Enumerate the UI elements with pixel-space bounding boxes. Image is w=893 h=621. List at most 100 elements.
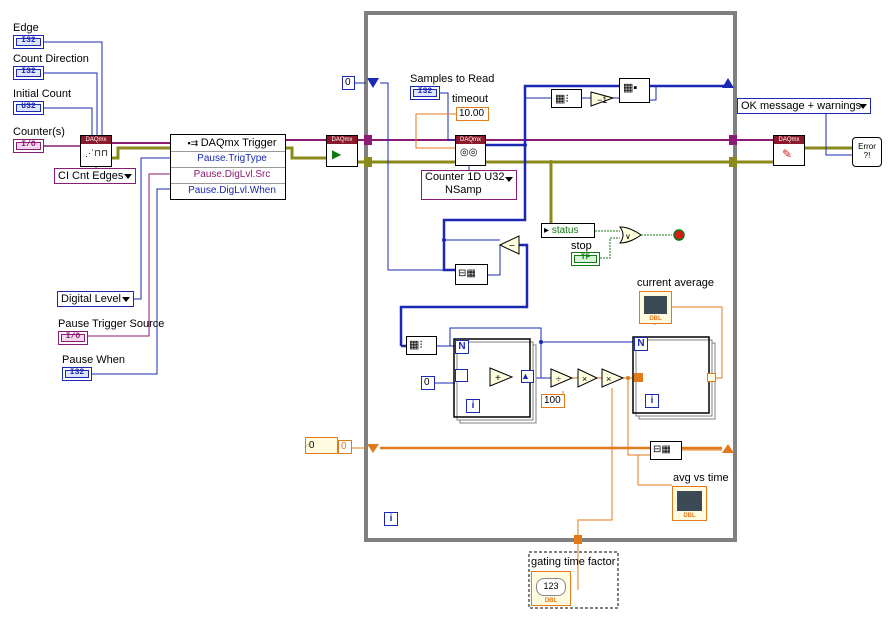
- ci-cnt-edges-ring[interactable]: CI Cnt Edges: [54, 168, 136, 184]
- task-tunnel: [729, 135, 737, 145]
- stop-terminal: [673, 229, 685, 241]
- array-icon: ▦⁝: [555, 93, 569, 105]
- daqmx-trigger-property-node[interactable]: ▪⇉ DAQmx Trigger Pause.TrigType Pause.Di…: [170, 134, 286, 200]
- shift-register-left: [455, 369, 468, 382]
- error-message-ring[interactable]: OK message + warnings: [737, 98, 871, 114]
- dbl-tag: DBL: [649, 316, 662, 322]
- counters-label: Counter(s): [13, 126, 65, 138]
- eraser-icon: ✎: [782, 147, 793, 161]
- current-average-graph-icon: DBL: [639, 291, 672, 324]
- stop-label: stop: [571, 240, 592, 252]
- error-dialog-icon: Error?!: [858, 142, 876, 160]
- samples-to-read-label: Samples to Read: [410, 73, 495, 85]
- trigger-title-text: DAQmx Trigger: [200, 137, 277, 149]
- empty-array-const[interactable]: ▫0: [305, 437, 338, 454]
- error-tunnel-in: [364, 157, 372, 167]
- edge-label: Edge: [13, 22, 39, 34]
- samples-to-read-terminal[interactable]: I32: [410, 86, 440, 100]
- gating-tunnel: [574, 535, 582, 544]
- current-average-label: current average: [637, 277, 715, 289]
- pause-trigger-source-label: Pause Trigger Source: [58, 318, 165, 330]
- array-size-node[interactable]: ▦⁝: [551, 89, 582, 108]
- trigger-node-title: ▪⇉ DAQmx Trigger: [171, 135, 285, 151]
- daqmx-tag: DAQmx: [456, 136, 485, 144]
- chevron-down-icon: [859, 104, 867, 109]
- gating-value: 123: [536, 578, 566, 596]
- chevron-down-icon: [505, 177, 513, 182]
- shift-up-arrow-icon: ▲: [521, 371, 530, 381]
- glasses-icon: ◎◎: [460, 147, 478, 158]
- read-mode-line2: NSamp: [445, 184, 482, 196]
- read-mode-ring[interactable]: Counter 1D U32 NSamp: [421, 170, 517, 200]
- index-array-node[interactable]: ▦▪: [619, 78, 650, 103]
- prop-pause-trigtype[interactable]: Pause.TrigType: [171, 151, 285, 167]
- node-ref-icon: ▪⇉: [187, 138, 201, 148]
- array-icon: ▦▪: [623, 82, 638, 94]
- pause-trigger-source-terminal[interactable]: I/O: [58, 331, 88, 345]
- avg-vs-time-label: avg vs time: [673, 472, 729, 484]
- initial-count-terminal[interactable]: U32: [13, 101, 44, 115]
- daqmx-tag: DAQmx: [774, 136, 804, 144]
- daqmx-start-task-node[interactable]: DAQmx ▶: [326, 135, 358, 167]
- ci-cnt-edges-text: CI Cnt Edges: [58, 170, 124, 182]
- loop2-count-N: N: [634, 337, 648, 351]
- prop-pause-diglvl-src[interactable]: Pause.DigLvl.Src: [171, 167, 285, 183]
- simple-error-handler-node[interactable]: Error?!: [852, 137, 882, 167]
- task-tunnel-in: [364, 135, 372, 145]
- array-subset-node[interactable]: ▦⁝: [406, 336, 437, 355]
- init-const[interactable]: 0: [342, 76, 355, 90]
- unbundle-icon: ▸: [544, 225, 550, 236]
- count-direction-terminal[interactable]: I32: [13, 66, 44, 80]
- build-array-node-2[interactable]: ⊟▦: [650, 441, 682, 460]
- svg-text:∨: ∨: [625, 232, 631, 241]
- daqmx-clear-task-node[interactable]: DAQmx ✎: [773, 135, 805, 166]
- svg-text:×: ×: [582, 374, 587, 384]
- error-tunnel: [729, 157, 737, 167]
- counters-terminal[interactable]: I/O: [13, 139, 44, 153]
- const-100[interactable]: 100: [541, 394, 565, 408]
- tunnel-in: [634, 373, 643, 382]
- timeout-label: timeout: [452, 93, 489, 105]
- daqmx-read-node[interactable]: DAQmx ◎◎: [455, 135, 486, 166]
- digital-level-text: Digital Level: [61, 293, 121, 305]
- empty-array-element: 0: [338, 440, 352, 454]
- shift-register-right: [521, 370, 534, 383]
- initial-count-label: Initial Count: [13, 88, 72, 100]
- svg-text:−: −: [509, 241, 515, 252]
- digital-level-ring[interactable]: Digital Level: [57, 291, 134, 307]
- timeout-const[interactable]: 10.00: [456, 107, 489, 121]
- play-icon: ▶: [332, 147, 342, 161]
- error-ring-text: OK message + warnings: [741, 100, 862, 112]
- edge-terminal[interactable]: I32: [13, 35, 44, 49]
- index-icon: ▫: [306, 441, 309, 450]
- while-loop-frame: [364, 11, 737, 542]
- daqmx-create-channel-node[interactable]: DAQmx ⋰⊓⊓: [80, 135, 112, 167]
- status-text: status: [551, 225, 579, 236]
- prop-pause-diglvl-when[interactable]: Pause.DigLvl.When: [171, 183, 285, 199]
- gating-time-factor-control[interactable]: 123 DBL: [531, 571, 571, 606]
- dbl-tag: DBL: [683, 513, 696, 519]
- stop-control[interactable]: TF: [571, 252, 600, 266]
- build-array-icon: ⊟▦: [653, 444, 671, 455]
- loop2-iteration-i: i: [645, 394, 659, 408]
- gating-time-factor-label: gating time factor: [531, 556, 616, 568]
- main-loop-iteration-i: i: [384, 512, 398, 526]
- svg-text:−1: −1: [597, 95, 607, 105]
- loop-count-N: N: [455, 340, 469, 354]
- read-mode-line1: Counter 1D U32: [425, 171, 505, 183]
- pause-when-label: Pause When: [62, 354, 125, 366]
- dbl-tag: DBL: [544, 598, 558, 604]
- tunnel-out: [707, 373, 716, 382]
- array-icon: ▦⁝: [409, 339, 423, 351]
- build-array-node[interactable]: ⊟▦: [455, 264, 488, 285]
- chevron-down-icon: [124, 174, 132, 179]
- loop-iteration-i: i: [466, 399, 480, 413]
- daqmx-tag: DAQmx: [327, 136, 357, 144]
- unbundle-status-node[interactable]: ▸ status: [541, 223, 595, 238]
- svg-text:+: +: [495, 373, 501, 384]
- pause-when-terminal[interactable]: I32: [62, 367, 92, 381]
- counter-icon: ⋰⊓⊓: [85, 148, 109, 158]
- count-direction-label: Count Direction: [13, 53, 89, 65]
- shift-init-const[interactable]: 0: [421, 376, 435, 390]
